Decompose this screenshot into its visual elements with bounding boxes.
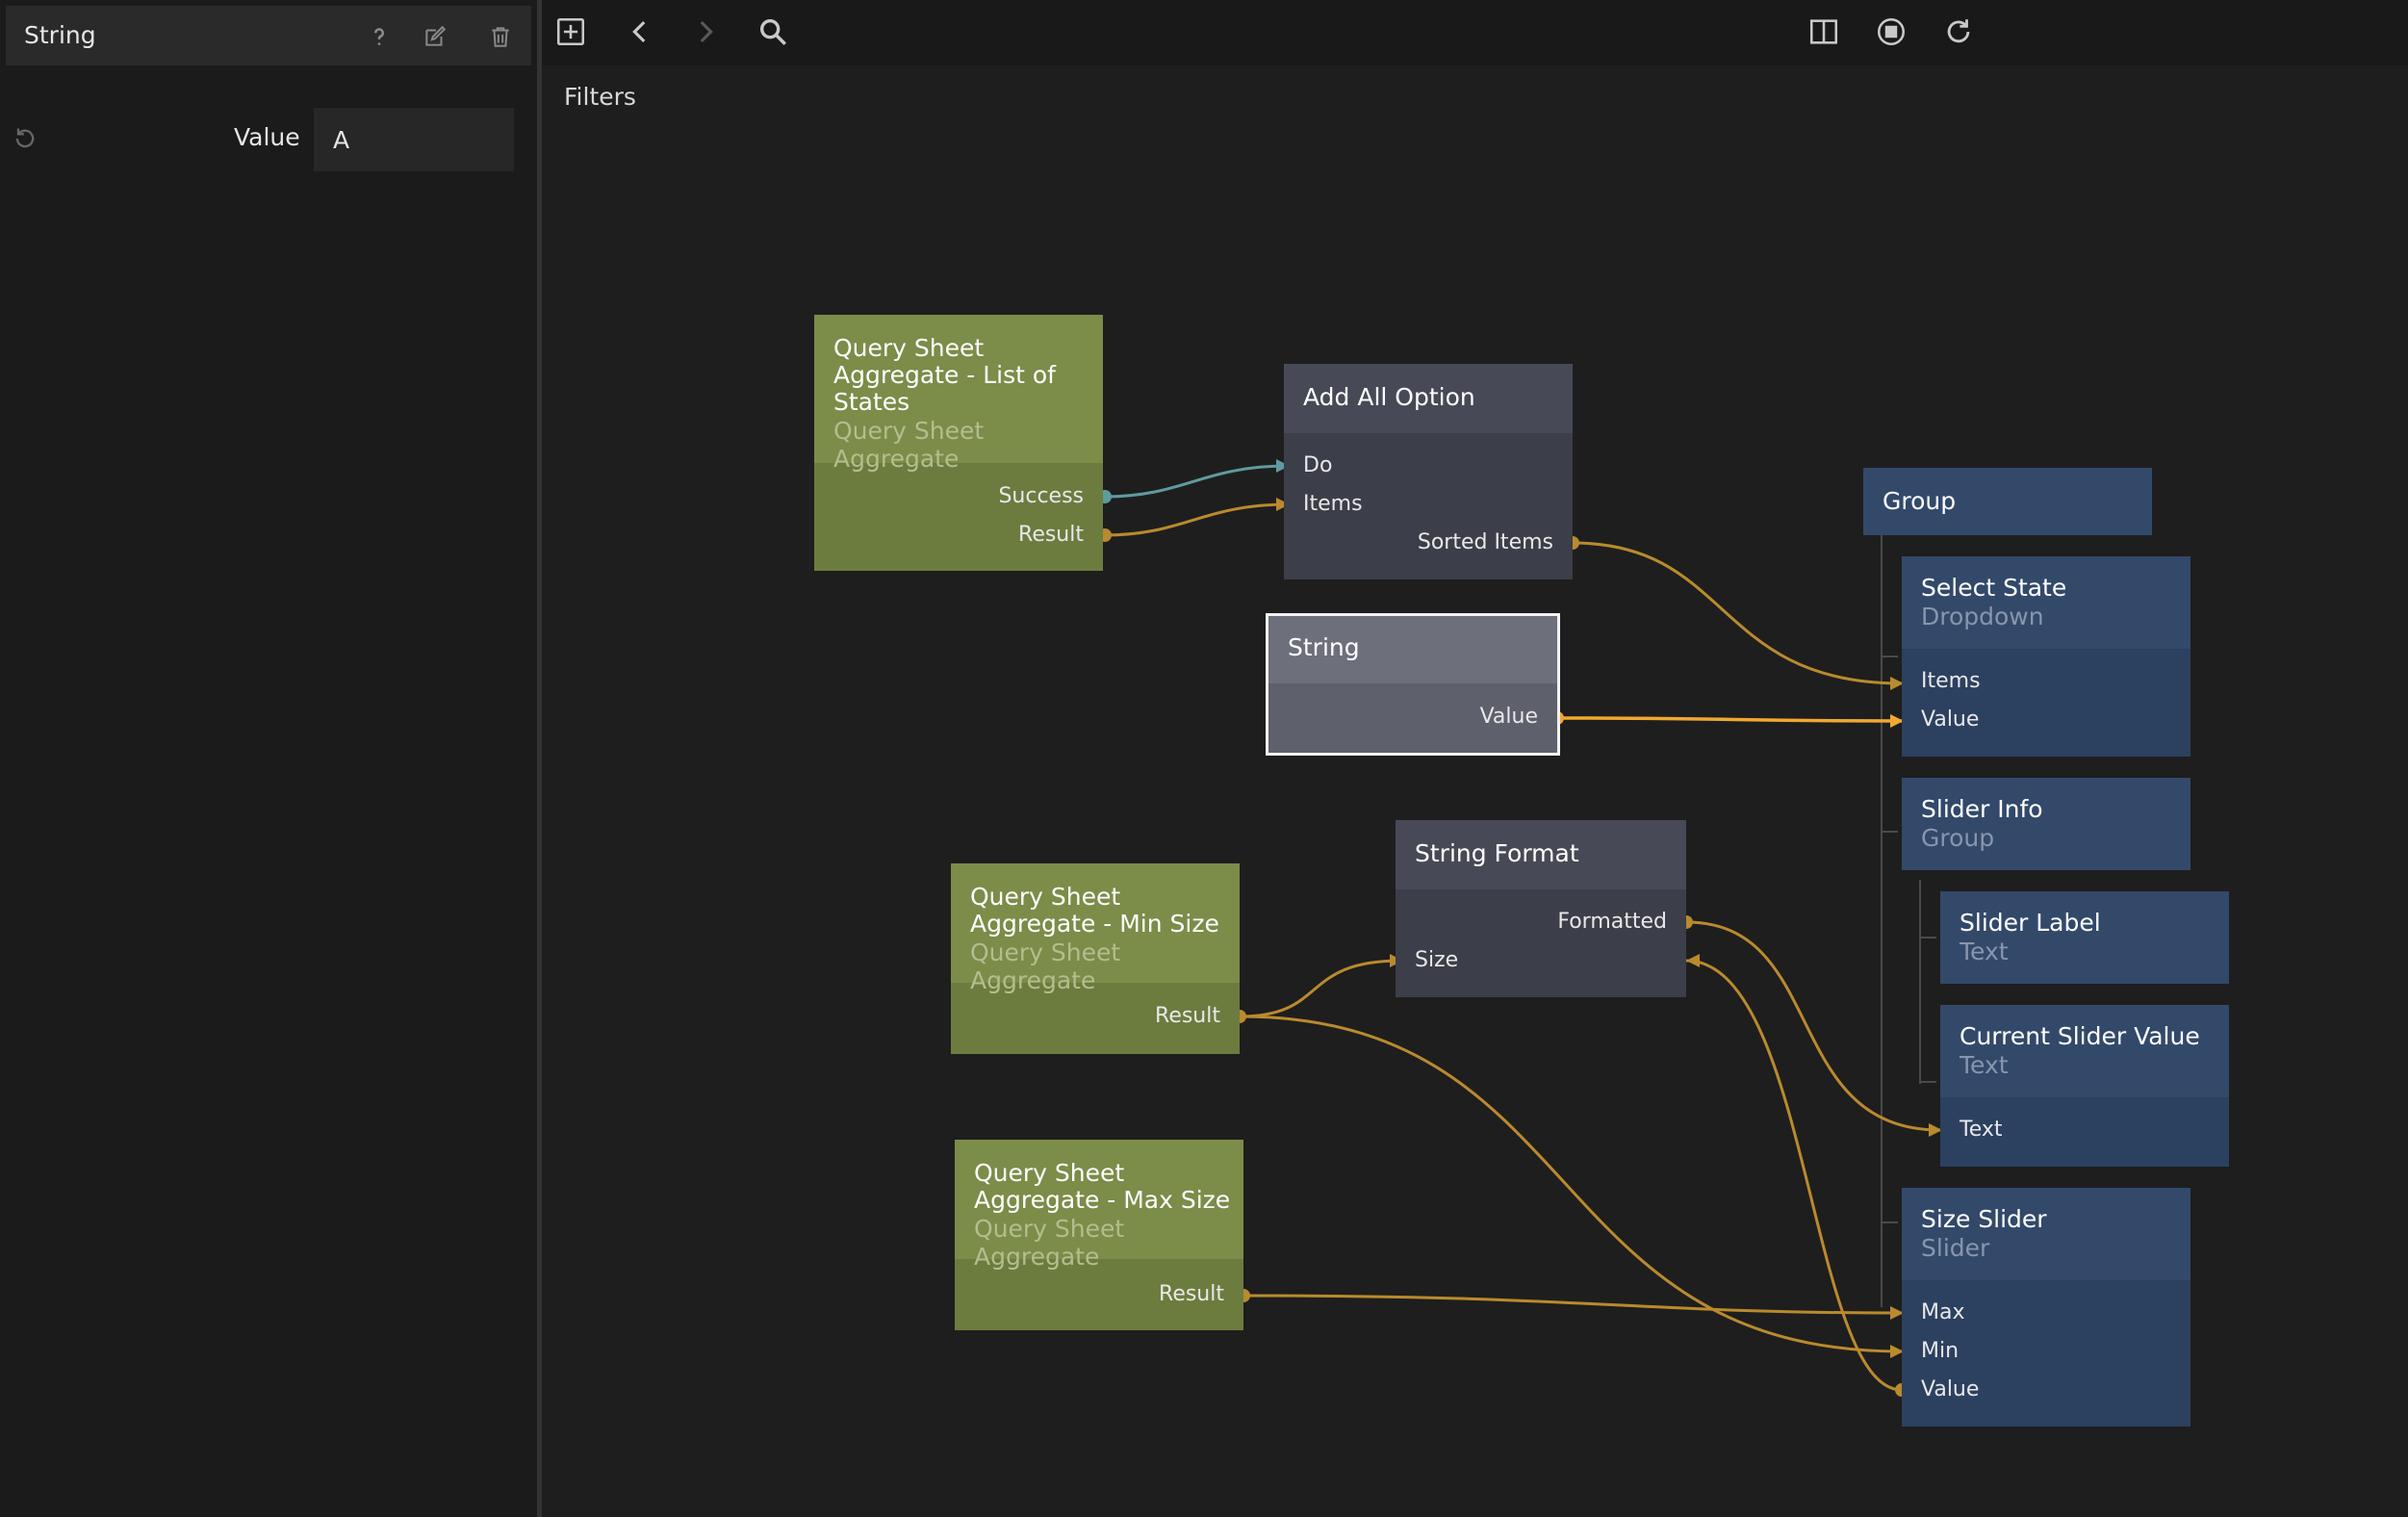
node-type: Text xyxy=(1960,1051,2009,1079)
node-title-line: Aggregate - Min Size xyxy=(970,910,1219,938)
node-string-format[interactable]: String Format Formatted Size xyxy=(1396,820,1686,997)
node-query-max-size[interactable]: Query Sheet Aggregate - Max Size Query S… xyxy=(955,1140,1243,1330)
node-type: Query Sheet Aggregate xyxy=(970,938,1121,994)
port-max[interactable]: Max xyxy=(1921,1300,1965,1324)
refresh-icon[interactable] xyxy=(1940,13,1977,50)
node-type: Dropdown xyxy=(1921,603,2044,630)
port-sorted-items[interactable]: Sorted Items xyxy=(1417,530,1553,554)
node-type: Query Sheet Aggregate xyxy=(833,417,985,473)
node-select-state[interactable]: Select State Dropdown Items Value xyxy=(1902,556,2190,757)
port-items[interactable]: Items xyxy=(1303,492,1363,516)
node-slider-info[interactable]: Slider Info Group xyxy=(1902,778,2190,870)
edit-icon[interactable] xyxy=(422,23,448,50)
wire-result-items xyxy=(1104,502,1289,537)
node-type: Text xyxy=(1960,938,2009,965)
breadcrumb: Filters xyxy=(564,83,636,111)
node-title: Current Slider Value xyxy=(1960,1022,2200,1050)
node-title: Slider Info xyxy=(1921,795,2043,823)
node-query-min-size[interactable]: Query Sheet Aggregate - Min Size Query S… xyxy=(951,863,1240,1054)
panel-title: String xyxy=(24,21,96,49)
node-title-line: Aggregate - List of xyxy=(833,361,1056,389)
forward-icon[interactable] xyxy=(687,13,724,50)
port-items[interactable]: Items xyxy=(1921,669,1981,693)
node-string[interactable]: String Value xyxy=(1266,613,1560,756)
wire-string-value xyxy=(1556,716,1903,723)
stop-icon[interactable] xyxy=(1873,13,1909,50)
value-label: Value xyxy=(234,123,300,151)
node-title-line: Query Sheet xyxy=(833,334,985,362)
port-value[interactable]: Value xyxy=(1479,705,1538,729)
wire-slider-value-size xyxy=(1685,959,1903,1392)
node-title-line: Aggregate - Max Size xyxy=(974,1186,1231,1214)
panel-header: String xyxy=(6,6,531,65)
node-size-slider[interactable]: Size Slider Slider Max Min Value xyxy=(1902,1188,2190,1427)
back-icon[interactable] xyxy=(622,13,658,50)
node-add-all-option[interactable]: Add All Option Do Items Sorted Items xyxy=(1284,364,1573,579)
wire-success-do xyxy=(1104,464,1289,499)
port-success[interactable]: Success xyxy=(998,484,1084,508)
port-value[interactable]: Value xyxy=(1921,707,1980,732)
help-icon[interactable] xyxy=(366,23,393,50)
port-result[interactable]: Result xyxy=(1159,1282,1224,1306)
reset-icon[interactable] xyxy=(12,125,38,152)
port-result[interactable]: Result xyxy=(1018,523,1084,547)
wire-formatted-text xyxy=(1685,920,1941,1132)
node-current-slider-value[interactable]: Current Slider Value Text Text xyxy=(1940,1005,2229,1167)
node-type: Group xyxy=(1921,824,1995,852)
port-do[interactable]: Do xyxy=(1303,453,1333,477)
node-title: String Format xyxy=(1415,839,1579,867)
wire-min-to-slider xyxy=(1239,1015,1903,1353)
toolbar xyxy=(542,0,2408,65)
node-title: Add All Option xyxy=(1303,383,1475,411)
node-slider-label[interactable]: Slider Label Text xyxy=(1940,891,2229,984)
node-title: Size Slider xyxy=(1921,1205,2047,1233)
node-title-line: Query Sheet xyxy=(974,1159,1125,1187)
property-panel: String Value xyxy=(0,0,542,1517)
port-text[interactable]: Text xyxy=(1960,1118,2003,1142)
node-title-line: States xyxy=(833,388,910,416)
delete-icon[interactable] xyxy=(487,23,514,50)
node-title: Group xyxy=(1883,487,1957,515)
value-input[interactable] xyxy=(314,108,514,171)
search-icon[interactable] xyxy=(755,13,791,50)
port-size[interactable]: Size xyxy=(1415,948,1459,972)
node-title-line: Query Sheet xyxy=(970,883,1121,911)
node-title: Slider Label xyxy=(1960,909,2101,937)
wire-max-to-slider xyxy=(1242,1294,1903,1315)
wire-min-size xyxy=(1239,959,1402,1018)
port-value[interactable]: Value xyxy=(1921,1377,1980,1401)
node-title: String xyxy=(1288,633,1360,661)
port-formatted[interactable]: Formatted xyxy=(1557,910,1667,934)
split-view-icon[interactable] xyxy=(1806,13,1842,50)
node-type: Slider xyxy=(1921,1234,1990,1262)
wire-sorted-items xyxy=(1572,541,1903,685)
node-group[interactable]: Group xyxy=(1863,468,2152,535)
node-query-states[interactable]: Query Sheet Aggregate - List of States Q… xyxy=(814,315,1103,571)
port-result[interactable]: Result xyxy=(1155,1004,1220,1028)
node-type: Query Sheet Aggregate xyxy=(974,1215,1125,1271)
port-min[interactable]: Min xyxy=(1921,1339,1960,1363)
node-title: Select State xyxy=(1921,574,2067,602)
add-node-icon[interactable] xyxy=(552,13,589,50)
